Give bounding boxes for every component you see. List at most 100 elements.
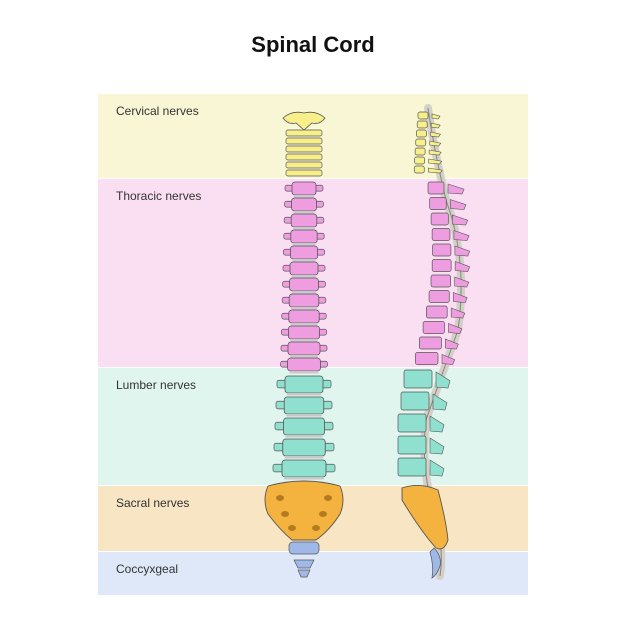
intervertebral-disc: [293, 211, 315, 214]
intervertebral-disc: [285, 435, 323, 438]
lumbar-vertebra: [282, 438, 326, 457]
thoracic-vertebra-side-spinous-process: [454, 245, 471, 257]
intervertebral-disc: [294, 195, 314, 198]
intervertebral-disc: [292, 259, 316, 262]
lumbar-vertebra-side-spinous-process: [435, 371, 451, 389]
label-sacral: Sacral nerves: [116, 496, 190, 510]
thoracic-vertebra-side: [419, 336, 442, 350]
cervical-vertebra-side: [413, 165, 425, 174]
intervertebral-disc: [291, 307, 317, 310]
lumbar-vertebra-side-spinous-process: [429, 415, 445, 433]
coccyx-segment: [293, 559, 315, 569]
cervical-vertebra-side: [417, 111, 429, 120]
sacral-foramen: [319, 511, 327, 517]
thoracic-vertebra: [291, 197, 317, 212]
thoracic-vertebra-side-spinous-process: [450, 307, 466, 319]
sacral-foramen: [288, 525, 296, 531]
sacral-foramen: [276, 495, 284, 501]
intervertebral-disc: [289, 371, 319, 374]
thoracic-vertebra-side-spinous-process: [449, 199, 467, 210]
lumbar-vertebra-side-spinous-process: [429, 459, 445, 477]
intervertebral-disc: [292, 243, 316, 246]
lumbar-vertebra-side: [397, 413, 427, 433]
thoracic-vertebra-side-spinous-process: [441, 354, 456, 365]
thoracic-vertebra: [289, 261, 319, 276]
thoracic-vertebra: [290, 229, 318, 244]
cervical-vertebra-side-spinous-process: [429, 140, 442, 147]
intervertebral-disc: [286, 414, 322, 417]
thoracic-vertebra-side-spinous-process: [448, 323, 463, 334]
sacrum: [264, 480, 344, 541]
lumbar-vertebra: [284, 375, 324, 394]
thoracic-vertebra: [288, 293, 320, 308]
thoracic-vertebra: [287, 357, 321, 372]
front-spine-view: [264, 111, 344, 578]
lumbar-vertebra-side-spinous-process: [429, 437, 445, 455]
cervical-vertebra-side: [416, 129, 427, 138]
cervical-vertebra-side-spinous-process: [427, 167, 443, 174]
coccyx-side: [429, 547, 441, 579]
thoracic-vertebra-side: [426, 305, 448, 319]
intervertebral-disc: [287, 393, 321, 396]
cervical-vertebra-side-spinous-process: [431, 113, 441, 120]
thoracic-vertebra-side-spinous-process: [445, 338, 459, 350]
thoracic-vertebra-side: [427, 181, 445, 195]
coccyx-segment: [297, 569, 311, 578]
lumbar-vertebra-side: [403, 369, 433, 389]
lumbar-vertebra-side: [397, 457, 427, 477]
cervical-vertebra: [285, 145, 323, 153]
intervertebral-disc: [290, 339, 318, 342]
thoracic-vertebra-side: [429, 197, 447, 210]
thoracic-vertebra-side: [430, 212, 449, 226]
side-spine-view: [397, 104, 471, 580]
cervical-vertebra-side: [414, 156, 425, 165]
cervical-vertebra: [285, 161, 323, 169]
thoracic-vertebra-side-spinous-process: [452, 292, 468, 303]
label-coccyx: Coccyxgeal: [116, 562, 179, 576]
thoracic-vertebra-side-spinous-process: [454, 276, 470, 288]
thoracic-vertebra: [288, 309, 320, 324]
thoracic-vertebra: [287, 341, 321, 356]
lumbar-vertebra: [281, 459, 327, 478]
sacral-foramen: [312, 525, 320, 531]
cervical-vertebra: [285, 137, 323, 145]
lumbar-vertebra: [283, 417, 325, 436]
cervical-vertebra-side-spinous-process: [428, 149, 442, 156]
cervical-vertebra-side: [414, 147, 426, 156]
thoracic-vertebra: [291, 181, 317, 196]
thoracic-vertebra-side-spinous-process: [452, 214, 469, 226]
label-thoracic: Thoracic nerves: [116, 189, 202, 203]
thoracic-vertebra-side: [431, 259, 452, 272]
sacral-foramen: [324, 495, 332, 501]
label-lumbar: Lumber nerves: [116, 378, 197, 392]
sacral-tip: [288, 541, 320, 555]
lumbar-vertebra-side: [397, 435, 427, 455]
lumbar-vertebra-side: [400, 391, 430, 411]
page-title: Spinal Cord: [251, 32, 375, 57]
thoracic-vertebra-side: [415, 352, 439, 365]
intervertebral-disc: [290, 355, 318, 358]
intervertebral-disc: [291, 291, 317, 294]
cervical-vertebra: [285, 129, 323, 137]
intervertebral-disc: [292, 275, 316, 278]
thoracic-vertebra: [289, 277, 319, 292]
thoracic-vertebra-side: [432, 243, 452, 257]
lumbar-vertebra: [283, 396, 325, 415]
thoracic-vertebra-side: [430, 274, 451, 288]
thoracic-vertebra-side-spinous-process: [454, 261, 471, 272]
thoracic-vertebra-side: [431, 228, 451, 241]
thoracic-vertebra: [289, 245, 318, 260]
thoracic-vertebra-side: [422, 321, 445, 334]
intervertebral-disc: [284, 456, 324, 459]
cervical-vertebra-side-spinous-process: [430, 122, 441, 129]
thoracic-vertebra: [290, 213, 318, 228]
thoracic-vertebra-side-spinous-process: [447, 183, 465, 195]
intervertebral-disc: [284, 477, 324, 480]
cervical-vertebra-side: [416, 120, 428, 129]
lumbar-vertebra-side-spinous-process: [432, 393, 448, 411]
thoracic-vertebra-side-spinous-process: [453, 230, 470, 241]
sacral-foramen: [281, 511, 289, 517]
atlas-vertebra: [282, 111, 326, 131]
band-coccyx: Coccyxgeal: [98, 552, 528, 595]
